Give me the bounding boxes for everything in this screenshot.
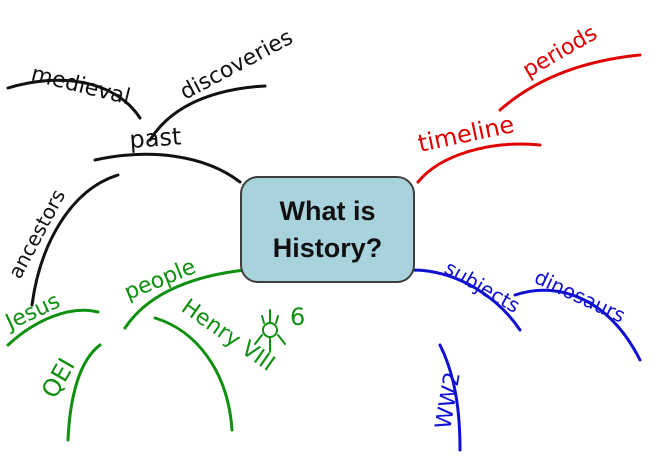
ancestors-branch-line [30,173,120,307]
timeline-branch-line [416,142,542,184]
subjects-label: subjects [441,256,525,318]
central-topic-label: What is History? [272,195,383,263]
medieval-label: medieval [29,62,133,111]
people-branch-line [123,268,247,330]
ww2-label: WW2 [431,370,466,431]
henry-doodle-icon [254,309,286,353]
henry-label: Henry VIII [177,294,279,376]
central-topic-box: What is History? [240,176,415,283]
dinosaurs-branch-line [513,288,642,362]
dinosaurs-label: dinosaurs [531,265,629,328]
henry-wives-label: 6 [290,303,305,331]
past-branch-line [93,152,242,184]
qe1-branch-line [66,343,102,442]
past-label: past [128,122,182,154]
ancestors-label: ancestors [3,185,70,282]
subjects-branch-line [410,268,522,332]
jesus-branch-line [6,308,100,347]
medieval-branch-line [6,78,142,120]
ww2-branch-line [438,343,462,452]
periods-branch-line [498,53,642,112]
discoveries-branch-line [148,84,267,142]
discoveries-label: discoveries [176,25,297,105]
henry-branch-line [153,316,234,432]
